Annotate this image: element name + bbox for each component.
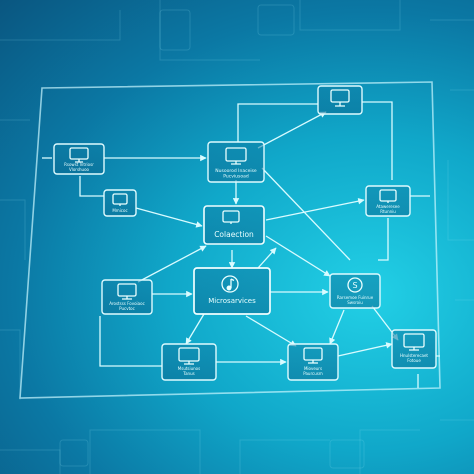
svg-text:S: S [352, 281, 357, 290]
node-microservices[interactable]: Microsarvices [193, 267, 271, 315]
monitor-icon [222, 210, 240, 224]
label-line: Vlorshuoo [69, 167, 90, 172]
edge-microservices-collection [257, 247, 277, 269]
monitor-icon [69, 147, 89, 163]
edge-collection-rightupper [265, 197, 365, 221]
label-line: Rtunniu [380, 209, 396, 214]
label-line: Colaection [214, 230, 254, 239]
node-top-right[interactable] [317, 85, 363, 115]
label-line: Mmicoc [112, 208, 127, 213]
monitor-icon [117, 283, 137, 300]
label-line: Fotoue [407, 358, 421, 363]
label-line: Pucvtoc [119, 306, 135, 311]
edge-topcenter-topright [257, 111, 327, 149]
monitor-icon [379, 189, 397, 203]
node-label: Mmicoc [112, 208, 127, 213]
label-line: Mioveurs [304, 366, 322, 371]
label-line: Rarsemoe Fuinrue [337, 295, 374, 300]
monitor-icon [303, 347, 323, 364]
node-title: Colaection [214, 230, 254, 239]
database-icon: S [347, 277, 363, 293]
monitor-icon [403, 333, 425, 351]
label-line: Tanus [182, 371, 194, 376]
edge-leftupper-leftmiddle [79, 176, 104, 197]
edge-topright-rightupper [362, 101, 393, 180]
label-line: Microsarvices [208, 297, 256, 305]
edge-bottomleft-leftlower [99, 316, 162, 367]
edge-rightupper-rightmiddle [378, 218, 389, 261]
edge-collection-rightmiddle [265, 235, 331, 277]
label-line: Swsroiu [347, 300, 363, 305]
edge-bottomcenter-bottomright [337, 342, 393, 357]
monitor-icon [330, 89, 350, 107]
edge-leftlower-collection [137, 245, 207, 283]
connectors [42, 101, 440, 388]
edge-rightmiddle-bottomcenter [329, 309, 345, 345]
node-left-middle[interactable]: Mmicoc [103, 189, 137, 217]
music-note-icon [221, 275, 239, 293]
label-line: Nusoorod Inaceise [215, 168, 257, 174]
diagram-frame [19, 81, 441, 399]
monitor-icon [178, 347, 200, 365]
edge-microservices-bottomleft [185, 313, 205, 345]
label-line: Hnulsterecaet [400, 353, 428, 358]
label-line: Arostsss Fovoiaoc [109, 301, 145, 306]
label-line: Paurcusm [303, 371, 323, 376]
edge-topright-topcenter [237, 103, 318, 142]
edge-microservices-bottomcenter [245, 315, 297, 347]
label-line: Ataweresee [376, 204, 400, 209]
node-collection[interactable]: Colaection [203, 205, 265, 245]
label-line: Pucviusoad [223, 173, 249, 179]
label-line: Msutsiunos [178, 366, 200, 371]
edge-leftmiddle-collection [135, 207, 203, 228]
monitor-icon [225, 147, 247, 165]
edge-topcenter-rightmiddle [261, 167, 351, 261]
node-title: Microsarvices [208, 297, 256, 305]
monitor-icon [112, 193, 128, 206]
label-line: Rsowst Intriosr [64, 162, 94, 167]
